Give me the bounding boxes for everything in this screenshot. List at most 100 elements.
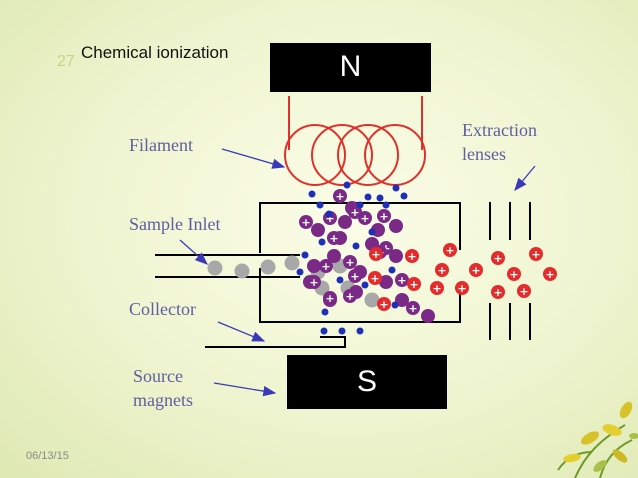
positive-charge: +	[493, 286, 502, 299]
source-magnets-label-line1: Source	[133, 366, 183, 386]
product-ion	[430, 281, 444, 295]
electron	[316, 201, 324, 209]
positive-charge: +	[345, 290, 354, 303]
electron	[352, 242, 360, 250]
reagent-ion	[307, 275, 321, 289]
electron	[361, 281, 369, 289]
positive-charge: +	[407, 250, 416, 263]
reagent-ion	[319, 259, 333, 273]
electron	[382, 201, 390, 209]
sample-molecule	[260, 259, 276, 275]
electron	[391, 301, 399, 309]
positive-charge: +	[321, 260, 330, 273]
electron	[368, 228, 376, 236]
positive-charge: +	[545, 268, 554, 281]
south-magnet-label: S	[356, 365, 377, 398]
positive-charge: +	[350, 270, 359, 283]
reagent-molecule	[421, 309, 435, 323]
positive-charge: +	[329, 232, 338, 245]
positive-charge: +	[379, 210, 388, 223]
positive-charge: +	[493, 252, 502, 265]
collector-plate	[205, 336, 346, 348]
product-ion	[407, 277, 421, 291]
positive-charge: +	[325, 292, 334, 305]
electron	[321, 308, 329, 316]
positive-charge: +	[379, 298, 388, 311]
sample-molecule	[207, 260, 223, 276]
electron	[318, 238, 326, 246]
extraction-lenses-arrow	[514, 165, 536, 191]
reagent-ion	[406, 301, 420, 315]
reagent-ion	[343, 255, 357, 269]
positive-charge: +	[345, 256, 354, 269]
product-ion	[543, 267, 557, 281]
product-ion	[469, 263, 483, 277]
decorative-flower-ornament	[557, 401, 638, 478]
positive-charge: +	[437, 264, 446, 277]
collector-arrow	[217, 321, 266, 342]
sample-inlet-tube	[155, 254, 300, 278]
electron	[388, 266, 396, 274]
extraction-lenses	[489, 202, 531, 340]
electron	[296, 268, 304, 276]
electron	[364, 193, 372, 201]
positive-charge: +	[309, 276, 318, 289]
product-ion	[405, 249, 419, 263]
south-magnet	[287, 355, 447, 409]
positive-charge: +	[301, 216, 310, 229]
product-ion	[435, 263, 449, 277]
electron	[356, 201, 364, 209]
extraction-lenses-label-line1: Extraction	[462, 120, 537, 140]
slide-date: 06/13/15	[26, 450, 69, 462]
positive-charge: +	[519, 285, 528, 298]
electron	[356, 327, 364, 335]
positive-charge: +	[531, 248, 540, 261]
sample-inlet-label: Sample Inlet	[129, 214, 221, 234]
sample-molecule	[364, 292, 380, 308]
positive-charge: +	[509, 268, 518, 281]
collector-label: Collector	[129, 299, 196, 319]
positive-charge: +	[445, 244, 454, 257]
product-ion	[455, 281, 469, 295]
filament-coil	[284, 96, 426, 186]
filament-label: Filament	[129, 135, 193, 155]
electron	[338, 327, 346, 335]
electron	[392, 184, 400, 192]
electron	[336, 276, 344, 284]
positive-charge: +	[371, 248, 380, 261]
slide-title: Chemical ionization	[81, 43, 229, 62]
reagent-ion	[395, 273, 409, 287]
reagent-molecule	[307, 259, 321, 273]
reagent-ion	[333, 189, 347, 203]
positive-charge: +	[360, 212, 369, 225]
north-magnet	[270, 43, 431, 92]
product-ion	[368, 271, 382, 285]
electron	[325, 210, 333, 218]
positive-charge: +	[432, 282, 441, 295]
reagent-molecule	[379, 275, 393, 289]
positive-charge: +	[350, 206, 359, 219]
product-ion	[443, 243, 457, 257]
positive-charge: +	[325, 212, 334, 225]
filament-arrow	[221, 148, 286, 169]
reagent-ion	[323, 291, 337, 305]
product-ion	[377, 297, 391, 311]
sample-molecule	[234, 263, 250, 279]
product-ion	[491, 251, 505, 265]
reagent-molecule	[389, 249, 403, 263]
electron	[320, 327, 328, 335]
reagent-ion	[327, 231, 341, 245]
positive-charge: +	[397, 274, 406, 287]
particle-cloud: +++++++++++++++++++++++++++++++++	[207, 181, 557, 335]
positive-charge: +	[409, 278, 418, 291]
reagent-ion	[299, 215, 313, 229]
product-ion	[529, 247, 543, 261]
product-ion	[369, 247, 383, 261]
north-magnet-label: N	[339, 50, 362, 83]
reagent-molecule	[389, 219, 403, 233]
electron	[301, 251, 309, 259]
electron	[343, 181, 351, 189]
sample-inlet-arrow	[179, 239, 208, 265]
